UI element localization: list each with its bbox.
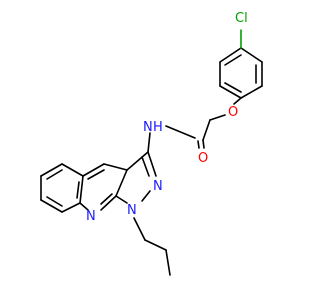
bond-double-inner (141, 156, 150, 177)
bond (79, 175, 84, 204)
bond-double-inner (87, 169, 105, 180)
carbonyl-oxygen-label: O (198, 151, 208, 166)
bond-c-n1 (115, 195, 128, 204)
chlorophenyl-ring (219, 47, 263, 99)
bond (61, 163, 84, 177)
bond (40, 199, 63, 213)
bond-double-inner (76, 181, 80, 199)
pyridine-ring (79, 163, 128, 211)
bond (240, 85, 263, 99)
benzo-ring (40, 163, 84, 213)
bond (144, 239, 167, 251)
bond-double-inner (224, 54, 242, 66)
molecule-diagram: Cl O O N H N N N (40, 11, 263, 276)
bond (219, 47, 242, 63)
bond-c3-n2 (147, 151, 157, 177)
bond (165, 249, 171, 276)
amide-nitrogen-label: N (143, 120, 153, 135)
bond-double-inner (46, 196, 63, 207)
bond (40, 163, 63, 177)
propyl-chain (133, 217, 171, 276)
bond (61, 202, 81, 213)
bond-n1-ch2 (133, 217, 146, 241)
bond-co (202, 139, 205, 149)
bond (103, 163, 128, 171)
bond-o-ch2 (209, 114, 226, 121)
bond-n-c3 (147, 132, 151, 153)
structure-svg: Cl O O N H N N N (40, 11, 263, 276)
pyrazole-n2-label: N (153, 179, 163, 194)
bond-c-n (79, 202, 89, 211)
bond-c-n (165, 125, 196, 139)
bond (126, 151, 149, 171)
bond (115, 169, 128, 197)
bond-double-inner (224, 82, 242, 93)
bond-double-inner (46, 169, 63, 180)
chlorine-label: Cl (235, 11, 248, 26)
amide-hydrogen-label: H (153, 120, 163, 135)
bond (240, 47, 263, 63)
bond-c-o (233, 97, 242, 105)
ether-oxygen-label: O (228, 105, 238, 120)
bond-n-c (100, 195, 117, 211)
quinoline-nitrogen-label: N (86, 209, 96, 224)
bond-n2-n1 (141, 190, 151, 202)
pyrazole-ring (115, 151, 157, 204)
bond-double-inner (100, 193, 113, 205)
bond-co-double (197, 140, 200, 149)
pyrazole-n1-label: N (127, 203, 137, 218)
bond (219, 85, 242, 99)
bond (82, 163, 105, 177)
bond-ch2-c (202, 119, 211, 141)
